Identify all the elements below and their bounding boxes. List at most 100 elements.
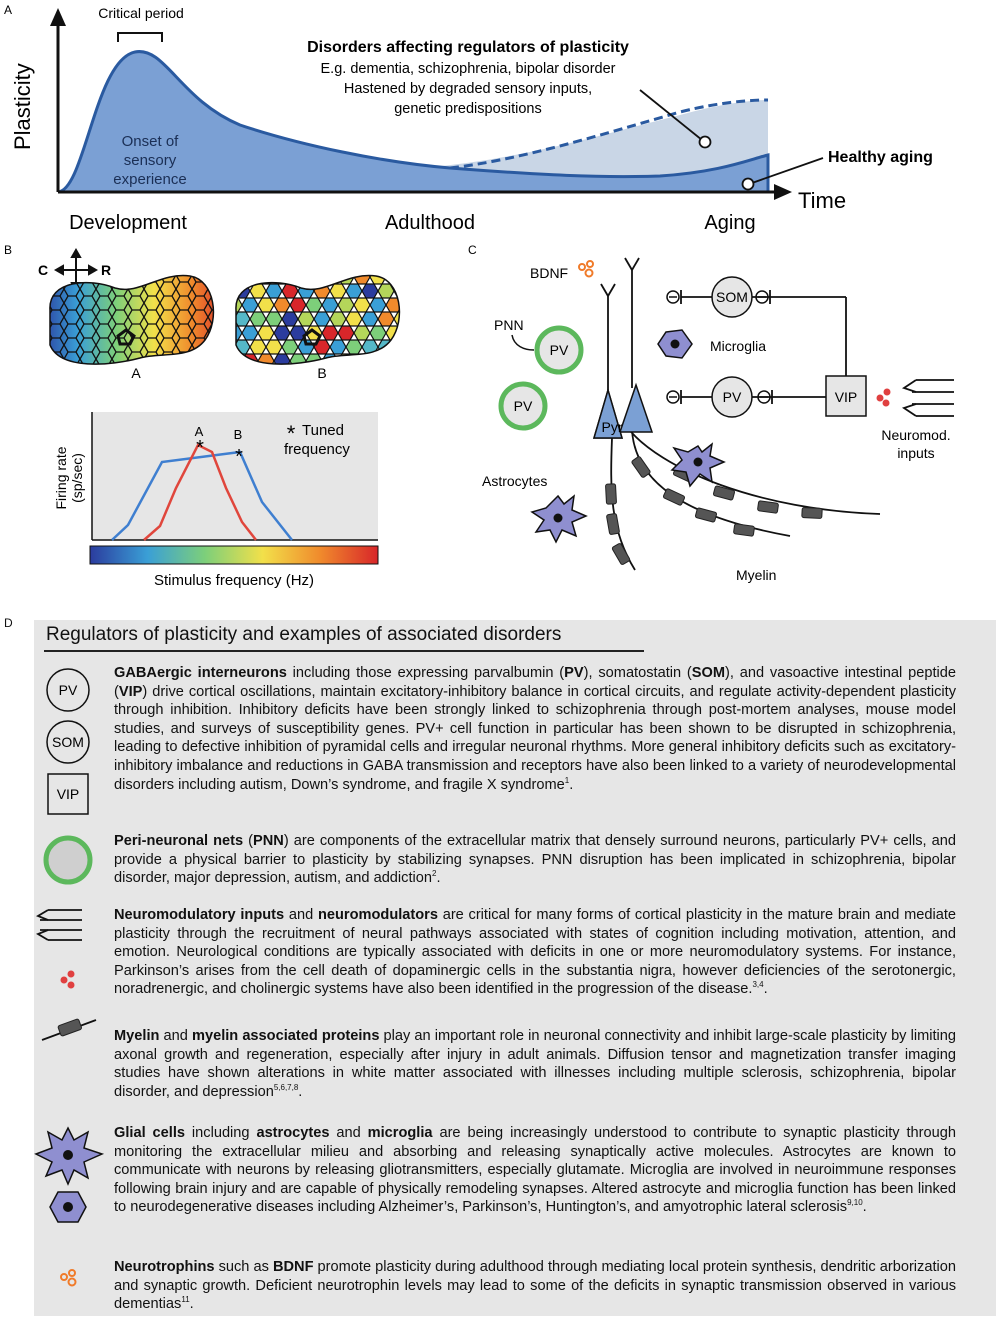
vip-icon-label: VIP xyxy=(57,786,80,802)
map-b-cell xyxy=(394,368,410,382)
stage-development: Development xyxy=(69,212,187,234)
map-b-cell xyxy=(418,270,434,284)
disorders-line-1: E.g. dementia, schizophrenia, bipolar di… xyxy=(321,61,616,77)
heading-underline xyxy=(44,650,644,652)
map-b-cell xyxy=(258,326,274,340)
map-b-cell xyxy=(418,326,434,340)
citation: 9,10 xyxy=(847,1199,863,1208)
text-run: including those expressing parvalbumin ( xyxy=(287,665,564,681)
text-run: including xyxy=(185,1125,256,1141)
section-neurotrophins: Neurotrophins such as BDNF promote plast… xyxy=(114,1258,956,1314)
neuromodulators-icon xyxy=(61,971,75,989)
map-b-cell xyxy=(298,368,314,382)
pyramidal-cell-2 xyxy=(620,385,652,432)
map-b-cell xyxy=(378,368,394,382)
onset-line-3: experience xyxy=(113,171,186,188)
map-b-cell xyxy=(370,298,386,312)
pnn-icon xyxy=(46,838,90,882)
neuromodulatory-inputs-icon xyxy=(904,380,954,416)
map-b-cell xyxy=(330,368,346,382)
map-b-cell xyxy=(282,368,298,382)
map-b-cell xyxy=(378,340,394,354)
map-b-cell xyxy=(306,270,322,284)
pnn-label: PNN xyxy=(494,317,524,333)
map-b-cell xyxy=(426,368,442,382)
bdnf-icon xyxy=(579,261,593,277)
disorders-title: Disorders affecting regulators of plasti… xyxy=(307,39,629,56)
bold-term: GABAergic interneurons xyxy=(114,665,287,681)
map-b-cell xyxy=(370,354,386,368)
map-b-cell xyxy=(242,270,258,284)
stage-adulthood: Adulthood xyxy=(385,212,475,234)
map-b-cell xyxy=(290,270,306,284)
map-b-cell xyxy=(354,326,370,340)
text-run: . xyxy=(190,1296,194,1312)
section-myelin: Myelin and myelin associated proteins pl… xyxy=(114,1027,956,1101)
citation: 3,4 xyxy=(752,981,763,990)
panel-b: B C R A B * * A B * Tuned frequency Firi… xyxy=(0,240,460,600)
vip-label: VIP xyxy=(835,389,858,405)
map-b-cell xyxy=(250,340,266,354)
disorders-pointer-dot xyxy=(700,137,711,148)
pyr-label: Pyr xyxy=(602,419,623,435)
bold-term: Peri-neuronal nets xyxy=(114,833,243,849)
map-b-cell xyxy=(330,284,346,298)
myelin-segments xyxy=(605,456,822,565)
healthy-aging-pointer-dot xyxy=(743,179,754,190)
disorders-line-3: genetic predispositions xyxy=(394,101,542,117)
text-run: ) drive cortical oscillations, maintain … xyxy=(114,684,956,793)
curve-b-label: B xyxy=(234,427,243,442)
tuned-star-a: * xyxy=(196,437,204,459)
map-b-cell xyxy=(346,312,362,326)
map-b-cell xyxy=(274,354,290,368)
firing-rate-label-1: Firing rate xyxy=(53,446,69,509)
map-b-cell xyxy=(274,326,290,340)
map-b-cell xyxy=(282,340,298,354)
map-b-cell xyxy=(354,298,370,312)
som-icon-label: SOM xyxy=(52,734,84,750)
bdnf-icon xyxy=(61,1270,76,1286)
text-run: such as xyxy=(215,1259,273,1275)
map-b-cell xyxy=(258,354,274,368)
pv-circuit-label: PV xyxy=(723,389,742,405)
map-b-cell xyxy=(258,298,274,312)
microglia-label: Microglia xyxy=(710,338,766,354)
text-run: . xyxy=(764,981,768,997)
som-label: SOM xyxy=(716,289,748,305)
bold-term: VIP xyxy=(119,684,143,700)
panel-label-a: A xyxy=(4,3,12,17)
myelin-icon xyxy=(42,1019,96,1040)
citation: 11 xyxy=(181,1295,189,1304)
map-b-cell xyxy=(298,312,314,326)
neuromod-label-1: Neuromod. xyxy=(881,427,950,443)
map-b-cell xyxy=(426,284,442,298)
map-b-cell xyxy=(250,312,266,326)
map-b-cell xyxy=(338,298,354,312)
bold-term: myelin associated proteins xyxy=(192,1028,379,1044)
text-run: . xyxy=(298,1084,302,1100)
map-b-cell xyxy=(266,340,282,354)
map-b-cell xyxy=(402,270,418,284)
onset-line-1: Onset of xyxy=(122,133,180,150)
compass-c: C xyxy=(38,262,48,278)
text-run: and xyxy=(159,1028,192,1044)
map-b-cell xyxy=(266,312,282,326)
citation: 5,6,7,8 xyxy=(274,1083,298,1092)
map-b-cell xyxy=(402,298,418,312)
map-b-cell xyxy=(394,340,410,354)
compass-r: R xyxy=(101,262,111,278)
curve-a-label: A xyxy=(195,424,204,439)
map-b-cell xyxy=(274,298,290,312)
bold-term: Neurotrophins xyxy=(114,1259,215,1275)
onset-line-2: sensory xyxy=(124,152,177,169)
map-b-cell xyxy=(362,368,378,382)
map-b-cell xyxy=(322,298,338,312)
tonotopic-map-a xyxy=(40,270,230,380)
map-b-cell xyxy=(330,312,346,326)
map-b-cell xyxy=(234,284,250,298)
pv-icon-label: PV xyxy=(59,682,78,698)
map-b-cell xyxy=(298,284,314,298)
map-b-cell xyxy=(418,298,434,312)
map-b-cell xyxy=(410,312,426,326)
map-b-cell xyxy=(402,354,418,368)
